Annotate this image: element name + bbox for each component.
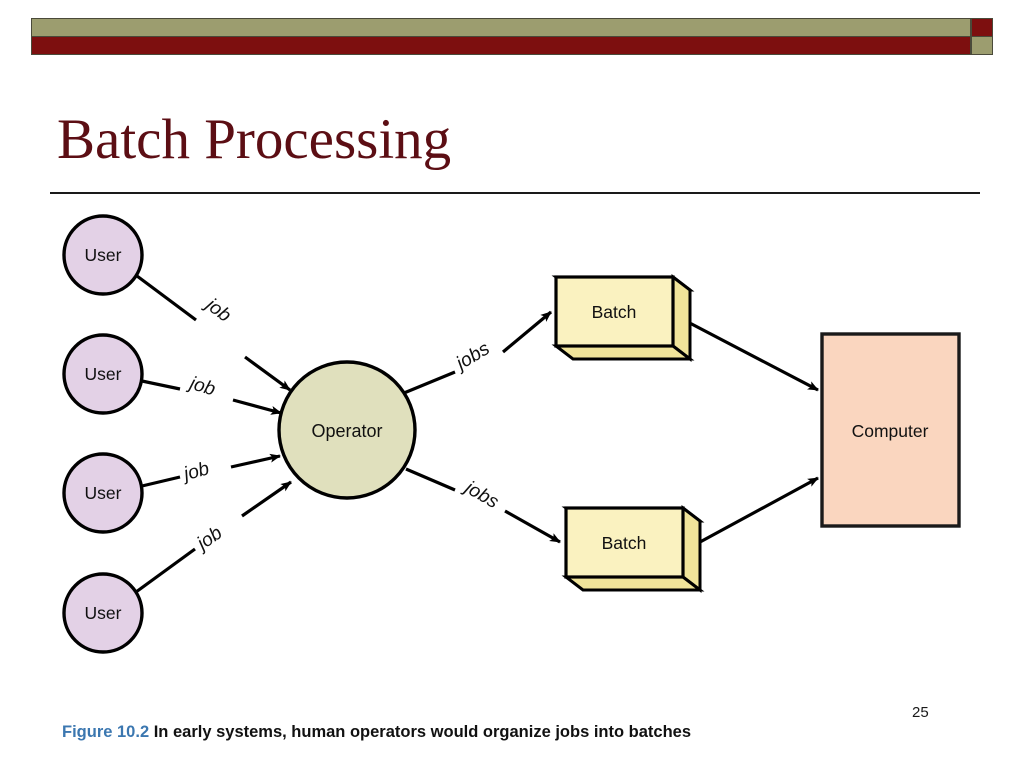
page-number: 25 [912, 704, 929, 721]
figure-caption-text: In early systems, human operators would … [153, 723, 692, 741]
banner-olive-bar [31, 18, 971, 37]
edge-batch-top-to-computer [683, 318, 819, 392]
banner-accent-maroon [971, 18, 993, 37]
edge-label-jobs-1: jobs [450, 338, 494, 376]
edge-operator-to-batch-top [403, 310, 553, 395]
batch-bottom-face [551, 344, 695, 361]
operator-circle [277, 360, 417, 500]
edge-user3-to-operator [141, 453, 281, 488]
page-title: Batch Processing [57, 108, 452, 171]
node-user-1: User [62, 214, 144, 296]
edge-operator-to-batch-bottom [405, 467, 561, 544]
edge-label-job-2: job [185, 372, 218, 400]
edge-label-job-4: job [191, 523, 226, 556]
edge-user4-to-operator [135, 480, 292, 594]
batch-front-face [564, 506, 685, 579]
node-computer: Computer [820, 332, 961, 528]
batch-bottom-face [561, 575, 705, 592]
banner-accent-olive [971, 37, 993, 55]
computer-label: Computer [852, 421, 929, 441]
node-user-4: User [62, 572, 144, 654]
user-label: User [85, 483, 122, 503]
user-label: User [85, 245, 122, 265]
node-batch-bottom: Batch [561, 504, 705, 594]
user-circle [62, 452, 144, 534]
operator-label: Operator [311, 421, 382, 441]
batch-label: Batch [592, 302, 637, 322]
user-circle [62, 333, 144, 415]
banner-maroon-bar [31, 37, 971, 55]
node-user-2: User [62, 333, 144, 415]
edge-user2-to-operator [141, 379, 282, 415]
user-label: User [85, 364, 122, 384]
edge-label-jobs-2: jobs [459, 476, 503, 513]
title-divider [50, 192, 980, 194]
edge-label-job-3: job [179, 458, 212, 486]
figure-caption-label: Figure 10.2 [62, 723, 150, 741]
node-user-3: User [62, 452, 144, 534]
node-operator: Operator [277, 360, 417, 500]
user-label: User [85, 603, 122, 623]
figure-caption: Figure 10.2 In early systems, human oper… [62, 723, 691, 742]
edge-batch-bottom-to-computer [688, 476, 819, 550]
batch-front-face [554, 275, 675, 348]
user-circle [62, 572, 144, 654]
batch-label: Batch [602, 533, 647, 553]
edge-user1-to-operator [136, 274, 291, 392]
node-batch-top: Batch [551, 273, 695, 363]
computer-box [820, 332, 961, 528]
user-circle [62, 214, 144, 296]
header-banner [31, 18, 993, 55]
edge-label-job-1: job [199, 293, 234, 327]
